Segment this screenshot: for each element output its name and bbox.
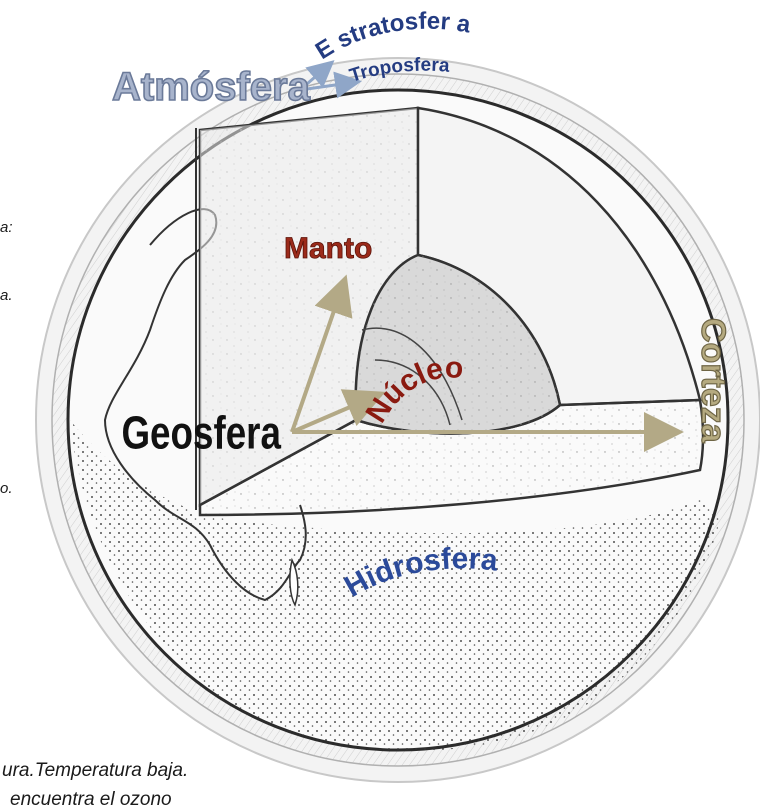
- text-fragment-4: ura.Temperatura baja.: [2, 760, 188, 782]
- label-atmosfera: Atmósfera: [112, 65, 311, 109]
- text-fragment-3: o.: [0, 480, 13, 497]
- label-corteza: Corteza: [694, 318, 732, 444]
- label-geosfera: Geosfera: [121, 407, 281, 459]
- label-manto: Manto: [284, 232, 372, 265]
- text-fragment-2: a.: [0, 287, 13, 304]
- text-fragment-5: encuentra el ozono: [10, 789, 172, 811]
- text-fragment-1: a:: [0, 219, 13, 236]
